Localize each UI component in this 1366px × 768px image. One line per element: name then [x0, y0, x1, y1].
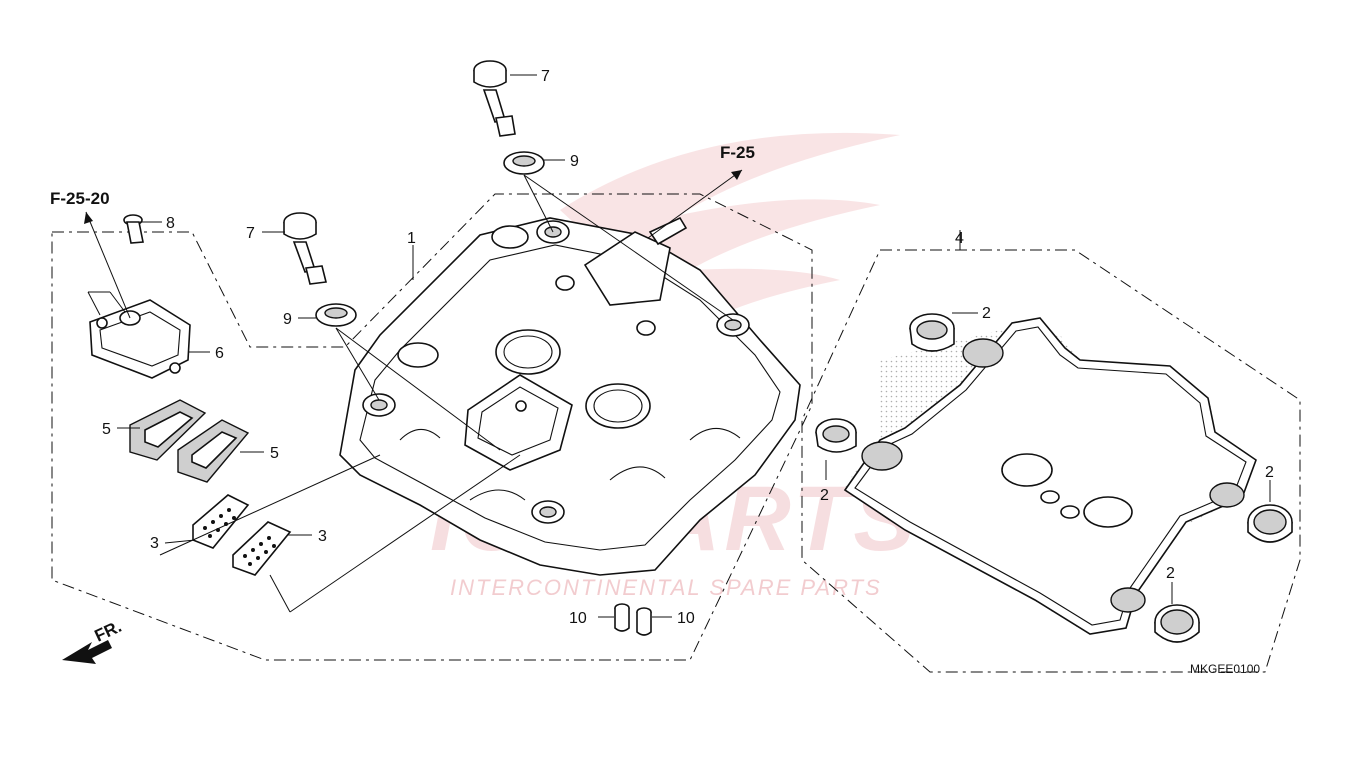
- ref-f2520-label: F-25-20: [50, 189, 110, 208]
- leader-lines: [84, 74, 1271, 618]
- dowel-pin-left: [614, 603, 630, 632]
- front-arrow-icon: FR.: [62, 617, 125, 664]
- callout-2d: 2: [1166, 565, 1175, 582]
- callout-10b: 10: [677, 610, 695, 627]
- separator-plate-right: [232, 521, 292, 576]
- seal-ring-left: [815, 418, 857, 453]
- plug-cap-right: [1247, 504, 1293, 543]
- gasket-kit-boundary: [801, 249, 1301, 673]
- dowel-pin-right: [636, 607, 652, 636]
- front-marker-label: FR.: [92, 617, 125, 646]
- callout-5b: 5: [270, 445, 279, 462]
- gasket-5-left: [129, 399, 207, 461]
- callout-9b: 9: [283, 311, 292, 328]
- callout-2a: 2: [982, 305, 991, 322]
- plug-cap-bottom: [1154, 604, 1200, 643]
- separator-plate-left: [192, 494, 250, 549]
- washer-left: [315, 303, 357, 327]
- callout-8: 8: [166, 215, 175, 232]
- bolt-8: [123, 214, 144, 244]
- diagram-code: MKGEE0100: [1190, 662, 1260, 676]
- callout-2b: 2: [820, 487, 829, 504]
- callout-1: 1: [407, 230, 416, 247]
- washer-top: [503, 151, 545, 175]
- bolt-top: [473, 60, 516, 137]
- callout-labels: F-25 F-25-20 1 2 2 2 2 3 3 4 5 5 6 7 7 8…: [50, 68, 1274, 676]
- bolt-left: [283, 212, 327, 285]
- callout-9a: 9: [570, 153, 579, 170]
- breather-cover: [89, 299, 191, 379]
- callout-4: 4: [955, 230, 964, 247]
- callout-6: 6: [215, 345, 224, 362]
- seal-ring-top: [909, 313, 955, 352]
- callout-3b: 3: [318, 528, 327, 545]
- gasket-5-right: [177, 419, 250, 483]
- callout-5a: 5: [102, 421, 111, 438]
- callout-3a: 3: [150, 535, 159, 552]
- callout-10a: 10: [569, 610, 587, 627]
- callout-7b: 7: [246, 225, 255, 242]
- callout-2c: 2: [1265, 464, 1274, 481]
- head-cover-gasket: [842, 317, 1257, 635]
- cylinder-head-cover: [339, 216, 801, 576]
- watermark-tagline: INTERCONTINENTAL SPARE PARTS: [450, 575, 882, 600]
- left-assembly-boundary: [51, 193, 813, 661]
- callout-7a: 7: [541, 68, 550, 85]
- ref-f25-label: F-25: [720, 143, 755, 162]
